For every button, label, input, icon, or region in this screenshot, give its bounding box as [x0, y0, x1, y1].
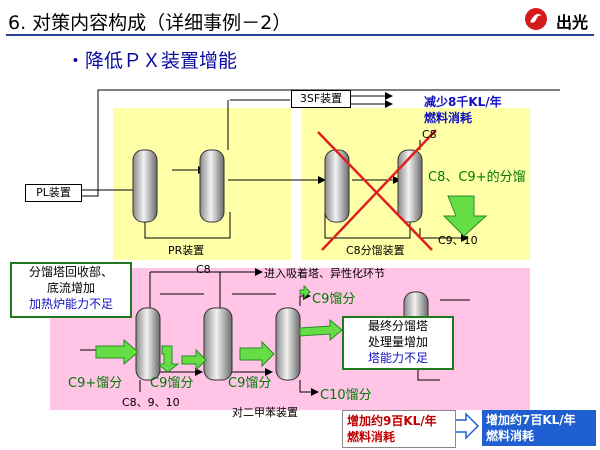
logo-text: 出光: [556, 13, 589, 32]
increase-line-2: 燃料消耗: [347, 430, 396, 444]
reduce-label: 减少8千KL/年 燃料消耗: [424, 94, 502, 126]
px-column-2: [203, 307, 233, 381]
left-note-line-2: 底流增加: [46, 281, 95, 295]
unit-pl-box: PL装置: [25, 184, 82, 202]
green-arrow-3: [239, 340, 275, 368]
green-arrow-feed: [95, 338, 139, 366]
green-arrow-1: [156, 345, 180, 373]
page-title: 6. 对策内容构成（详细事例－2）: [8, 12, 292, 34]
right-note-line-3: 塔能力不足: [367, 351, 428, 365]
final-line-2: 燃料消耗: [486, 429, 535, 443]
right-note: 最终分馏塔 处理量增加 塔能力不足: [342, 316, 454, 370]
px-column-3: [275, 307, 301, 381]
pr-column-1: [132, 149, 158, 223]
c9plus-label: C9+馏分: [68, 376, 123, 391]
c8c9-split-label: C8、C9+的分馏: [428, 170, 526, 185]
left-note-line-3: 加热炉能力不足: [28, 297, 113, 311]
pr-unit-label: PR装置: [168, 244, 205, 257]
c9-label-a: C9馏分: [150, 376, 194, 391]
c10-label: C10馏分: [320, 388, 372, 403]
c9-10-right-label: C9、10: [438, 234, 478, 247]
c8-top-label: C8: [422, 128, 437, 141]
flame-icon: [525, 8, 547, 30]
note-arrow: [299, 318, 343, 342]
green-arrow-c9-out: [299, 284, 311, 300]
cancel-cross: [317, 129, 437, 251]
green-down-arrow: [442, 195, 488, 237]
c9-right-label: C9馏分: [312, 292, 356, 307]
px-unit-label: 对二甲苯装置: [232, 406, 298, 419]
unit-3sf-box: 3SF装置: [291, 90, 351, 108]
reduce-line-2: 燃料消耗: [424, 111, 473, 125]
right-note-line-2: 处理量增加: [367, 335, 428, 349]
reduce-line-1: 减少8千KL/年: [424, 95, 502, 109]
green-arrow-2: [181, 348, 207, 372]
final-box: 增加约7百KL/年 燃料消耗: [482, 410, 596, 446]
company-logo: 出光: [520, 6, 594, 32]
adsorption-label: 进入吸着塔、异性化环节: [264, 267, 385, 280]
c8-pink-label: C8: [196, 263, 211, 276]
c9-label-b: C9馏分: [228, 376, 272, 391]
left-note: 分馏塔回收部、 底流增加 加热炉能力不足: [10, 262, 132, 318]
c8-9-10-label: C8、9、10: [122, 396, 180, 409]
final-line-1: 增加约7百KL/年: [486, 413, 576, 427]
page-subtitle: ・降低ＰＸ装置增能: [66, 50, 238, 72]
title-rule: [6, 34, 594, 36]
c8-column-2: [397, 149, 423, 223]
px-column-1: [135, 307, 161, 381]
right-note-line-1: 最终分馏塔: [367, 319, 428, 333]
pr-column-2: [199, 149, 225, 223]
increase-line-1: 增加约9百KL/年: [347, 414, 437, 428]
increase-box: 增加约9百KL/年 燃料消耗: [342, 410, 456, 448]
left-note-line-1: 分馏塔回收部、: [28, 265, 113, 279]
c8-split-unit-label: C8分馏装置: [346, 244, 405, 257]
